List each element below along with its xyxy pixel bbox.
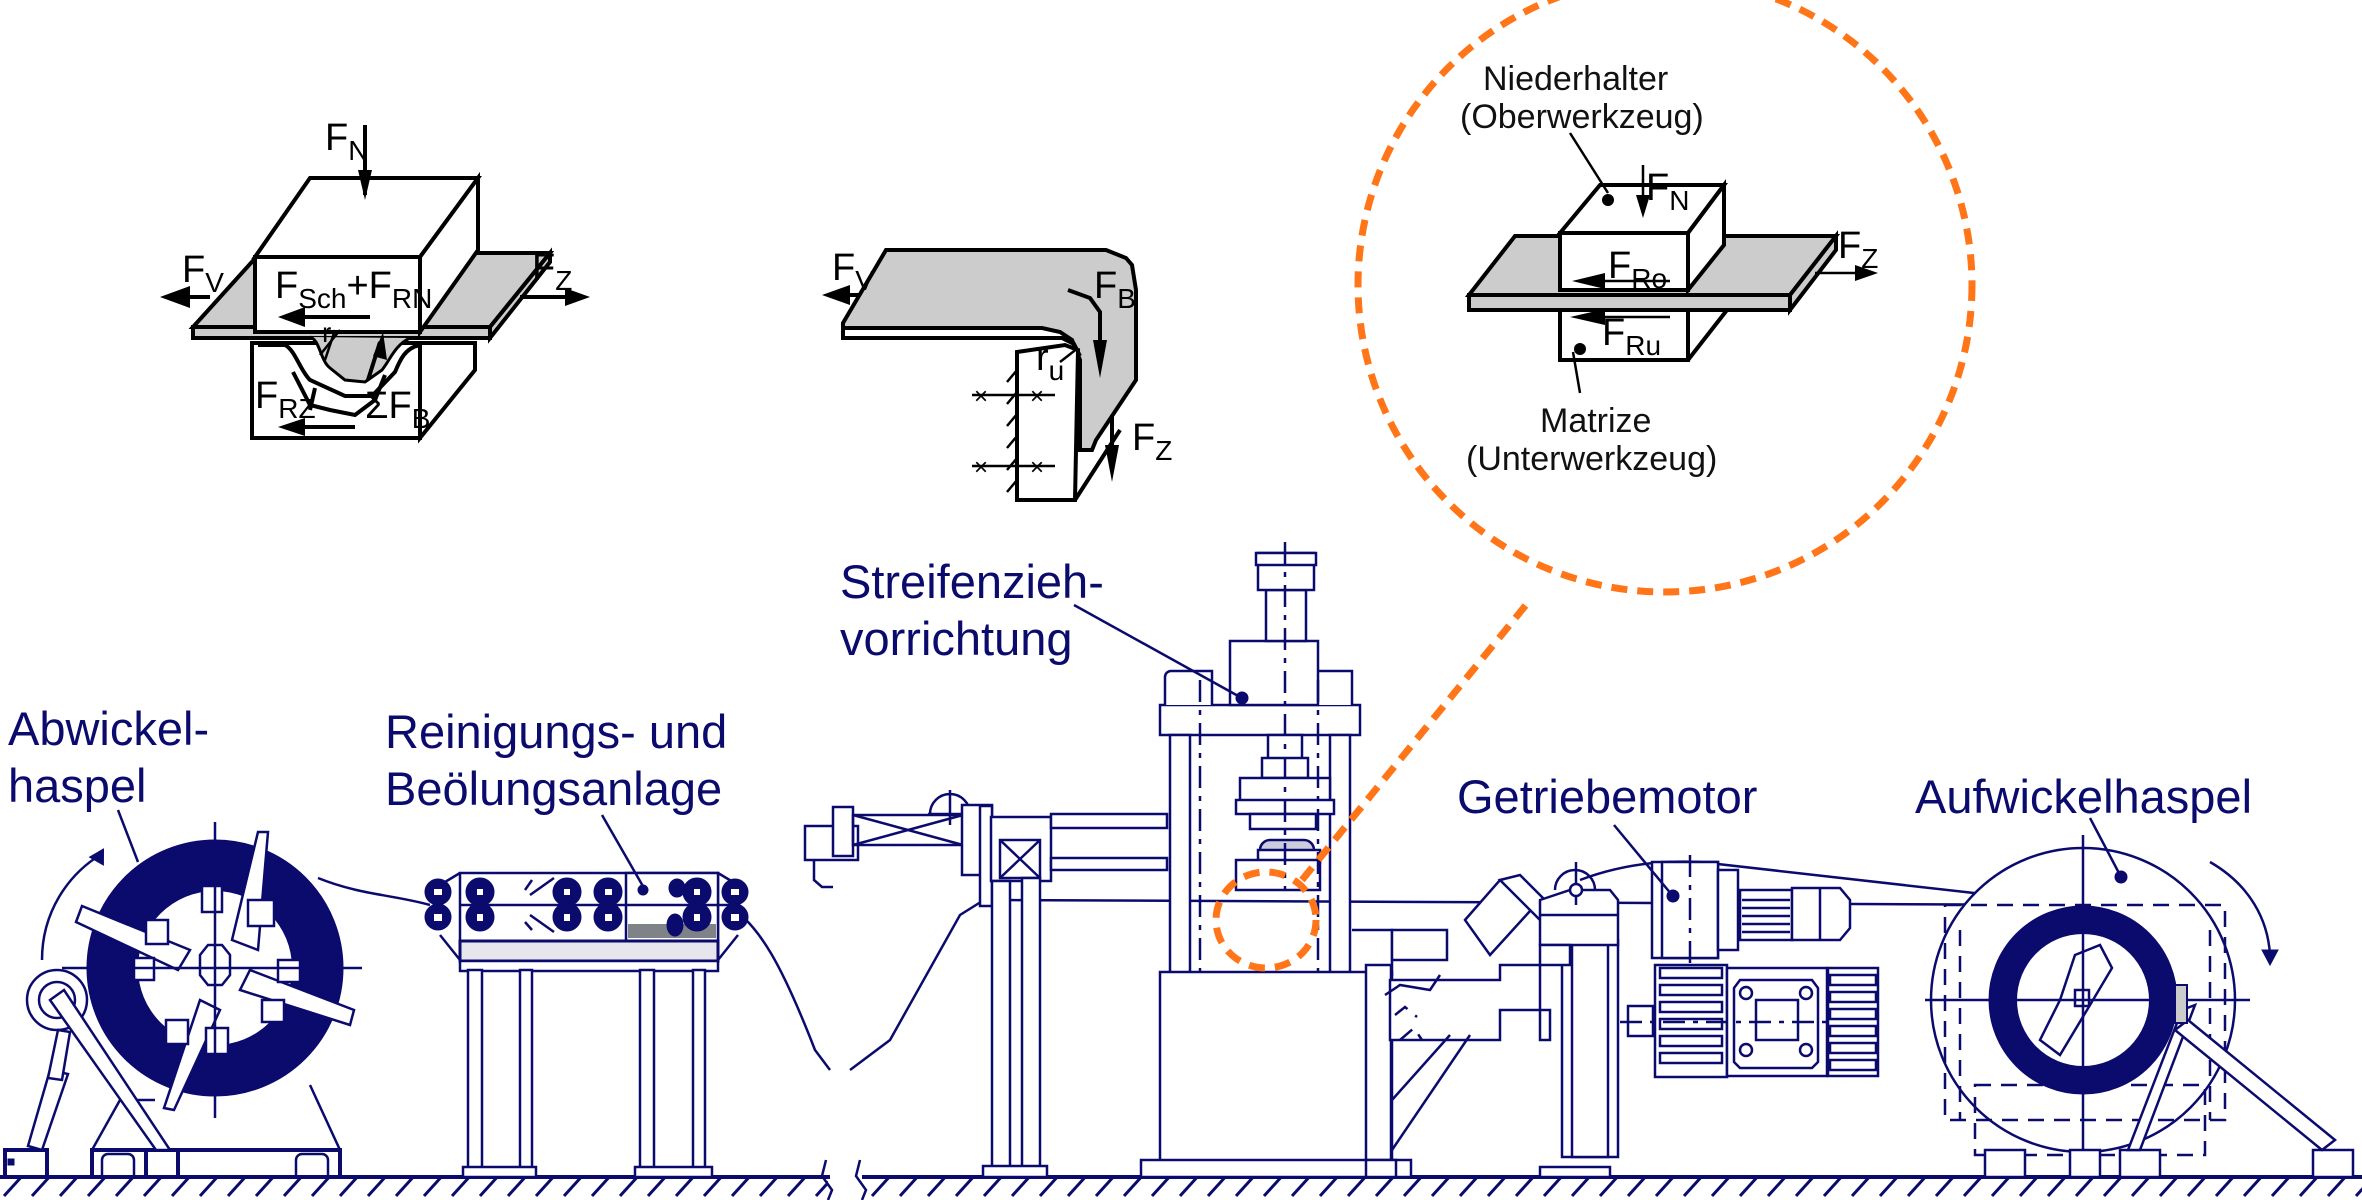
force-FN-left: FN [325, 117, 368, 166]
highlight-large-circle [1354, 0, 1976, 596]
ground-line [0, 1159, 2362, 1200]
label-decoiler-line1: Abwickel- [8, 702, 209, 755]
force-FZ-middle: FZ [1132, 417, 1172, 466]
radius-r-left: r [322, 317, 331, 348]
highlight-connector-line [1299, 597, 1533, 883]
zoom-highlight [1212, 0, 1976, 972]
force-FV-left: FV [182, 249, 224, 298]
deflector-unit [1352, 862, 1620, 1179]
clamp-x-mark: × [1030, 383, 1044, 410]
cleaning-oiling-unit [424, 871, 749, 1179]
label-lower-tool-line1: Matrize [1540, 402, 1651, 440]
label-cleaning-line1: Reinigungs- und [385, 705, 727, 758]
force-FZ-left: FZ [532, 247, 572, 296]
cleaning-leader-line [600, 814, 646, 889]
force-FZ-zoom: FZ [1838, 225, 1878, 274]
force-FB-middle: FB [1094, 265, 1136, 314]
highlight-small-circle [1212, 868, 1320, 972]
strip-drawing-device [803, 542, 1413, 1179]
label-strip-drawing-line2: vorrichtung [840, 612, 1073, 665]
force-FN-zoom: FN [1646, 167, 1689, 216]
decoiler-machine [3, 822, 362, 1179]
label-strip-drawing-line1: Streifenzieh- [840, 555, 1104, 608]
force-sum-FB: ΣFB [365, 385, 430, 434]
clamp-x-mark: × [974, 454, 988, 481]
gear-motor [1613, 824, 1880, 1079]
recoiler-machine [1925, 817, 2355, 1179]
force-FV-middle: FV [832, 247, 874, 296]
clamp-x-mark: × [1030, 454, 1044, 481]
label-upper-tool-line2: (Oberwerkzeug) [1460, 98, 1704, 136]
detail-bending: × × × × FV FB FZ ru [822, 247, 1172, 502]
machine-labels: Abwickel- haspel Reinigungs- und Beölung… [8, 555, 2252, 823]
label-cleaning-line2: Beölungsanlage [385, 762, 722, 815]
detail-flat-drawing: Niederhalter (Oberwerkzeug) Matrize (Unt… [1460, 60, 1878, 478]
force-FRZ: FRZ [255, 375, 316, 424]
label-upper-tool-line1: Niederhalter [1483, 60, 1668, 98]
label-recoiler: Aufwickelhaspel [1915, 770, 2252, 823]
label-lower-tool-line2: (Unterwerkzeug) [1466, 440, 1717, 478]
clamp-x-mark: × [974, 383, 988, 410]
radius-ru: ru [1036, 337, 1064, 386]
force-FRu: FRu [1602, 312, 1661, 361]
label-decoiler-line2: haspel [8, 759, 147, 812]
detail-drawbead: FN FV FZ FSch+FRN FRZ ΣFB r [160, 117, 590, 444]
decoiler-leader-line [116, 809, 140, 863]
label-gear-motor: Getriebemotor [1457, 770, 1757, 823]
force-FRo: FRo [1608, 245, 1667, 294]
force-FSch-FRN: FSch+FRN [275, 265, 432, 314]
